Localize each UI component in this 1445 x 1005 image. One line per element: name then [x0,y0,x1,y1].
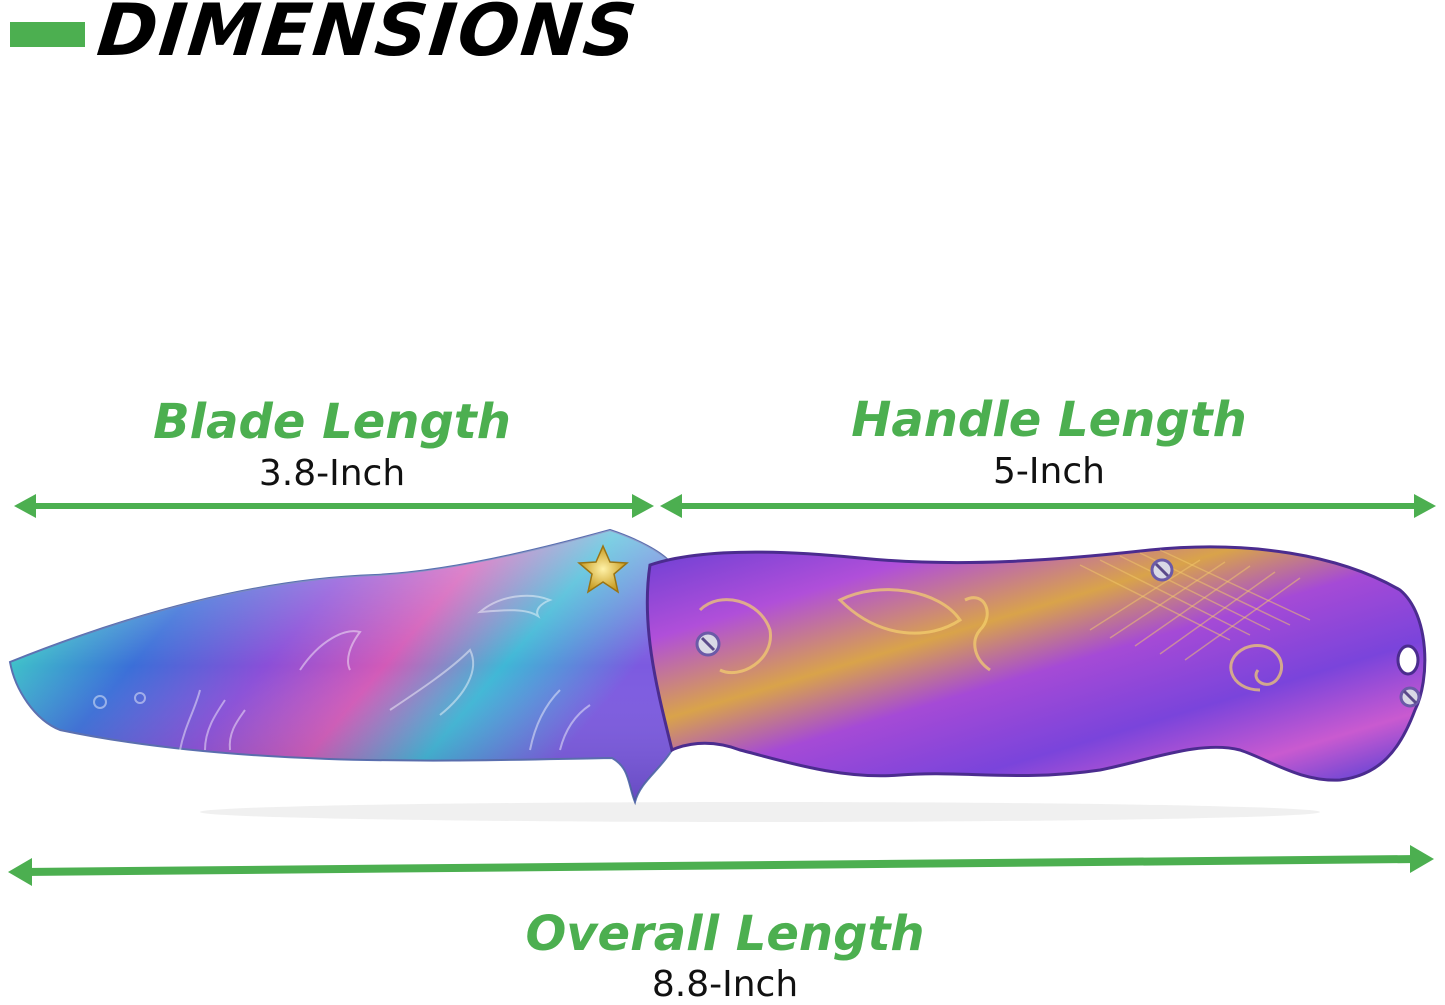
handle-length-label: Handle Length [851,392,1247,448]
overall-length-arrow [8,845,1434,886]
overall-length-value: 8.8-Inch [651,964,799,1005]
blade-length-value: 3.8-Inch [258,453,406,494]
blade [8,528,674,806]
seahorse-icon [964,596,991,672]
screw-icon [695,631,721,657]
handle-length-arrow [660,494,1436,518]
wave-icon [1229,644,1284,692]
mermaid-icon [389,648,475,716]
dolphin-icon [476,594,553,619]
screw-icon [1150,558,1174,582]
blade-length-label: Blade Length [153,394,511,450]
screw-icon [1399,686,1421,708]
overall-length-label: Overall Length [525,906,925,962]
blade-length-arrow [14,494,654,518]
starfish-icon [577,544,629,594]
dolphin-icon [299,630,362,671]
handle-length-value: 5-Inch [993,451,1105,492]
handle [645,545,1427,782]
accent-bar [10,22,85,47]
knife-image [8,528,1427,822]
